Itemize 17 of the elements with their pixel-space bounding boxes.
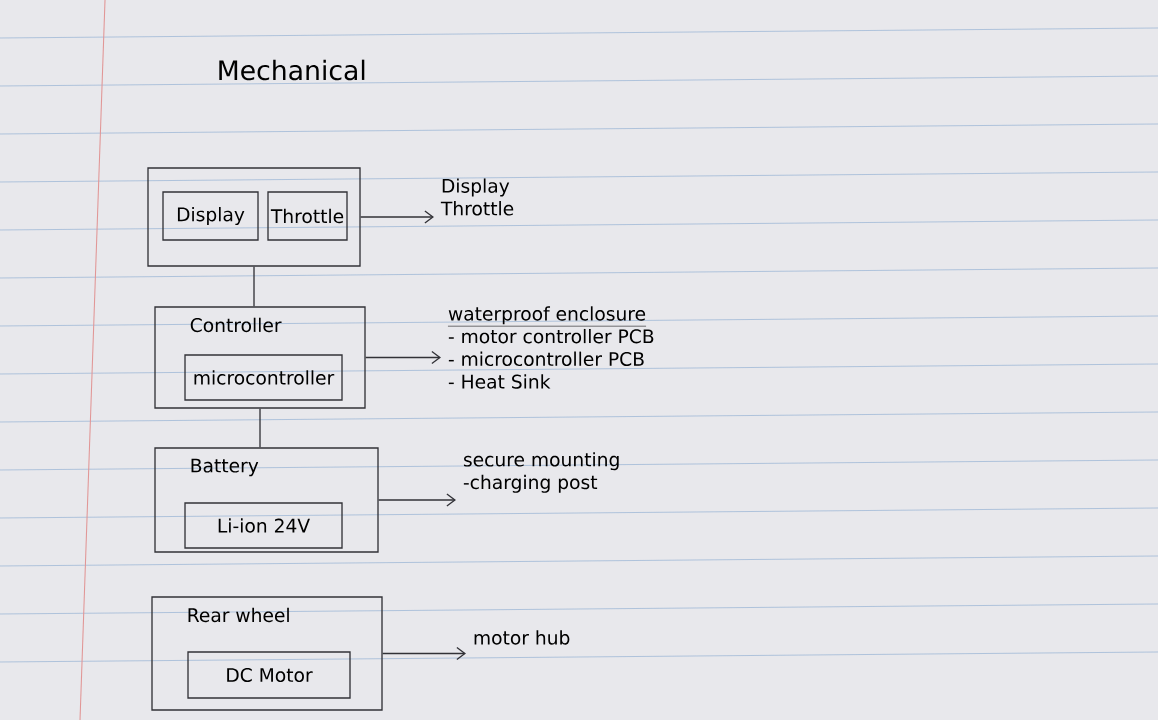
- handwritten-note: secure mounting -charging post: [463, 452, 619, 493]
- arrow: [378, 493, 456, 507]
- arrow: [382, 646, 466, 661]
- arrow: [360, 210, 434, 224]
- connector-line: [259, 408, 261, 448]
- handwritten-note: waterproof enclosure - motor controller PCB - microcontroller PCB - Heat Sink: [447, 306, 654, 389]
- arrow: [365, 350, 441, 365]
- part-box: DC Motor: [187, 651, 351, 699]
- handwritten-note: motor hub: [474, 630, 570, 645]
- part-box: Display: [162, 191, 259, 241]
- handwritten-note: Display Throttle: [440, 178, 514, 216]
- part-box: Throttle: [267, 191, 348, 241]
- connector-line: [253, 266, 255, 307]
- title: Mechanical: [219, 59, 365, 81]
- part-box: Li-ion 24V: [184, 502, 343, 549]
- part-box: microcontroller: [184, 354, 343, 401]
- outer-box: [147, 167, 361, 267]
